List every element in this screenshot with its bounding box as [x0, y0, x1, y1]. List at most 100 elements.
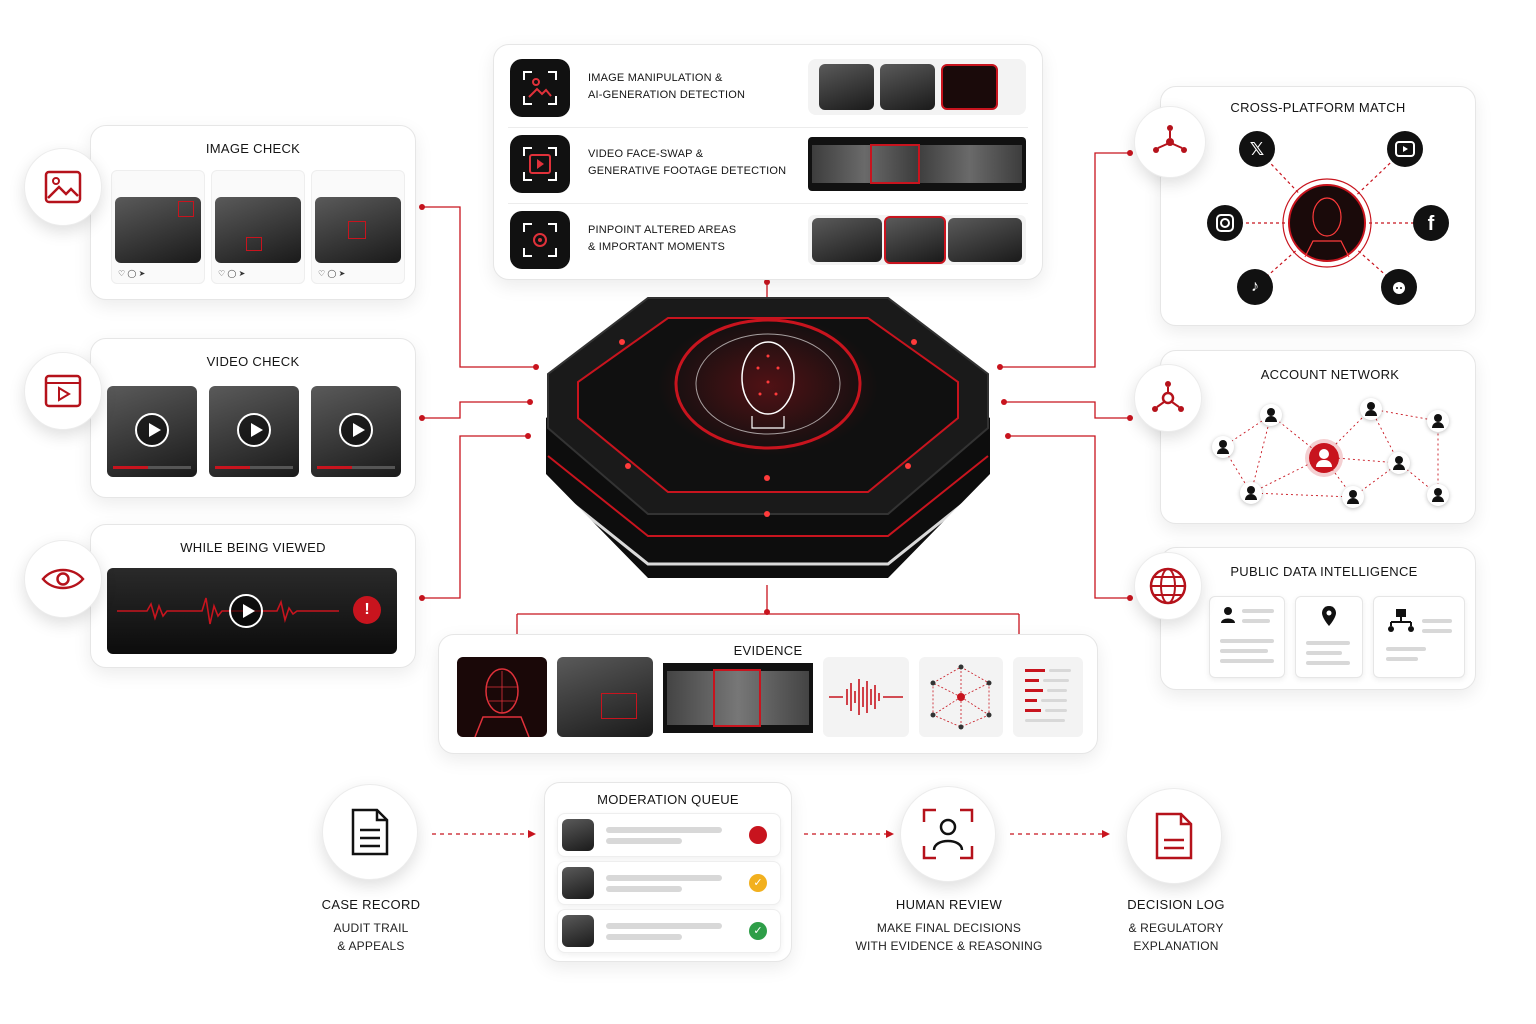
account-node[interactable] — [1342, 486, 1364, 508]
x-icon[interactable]: 𝕏 — [1239, 131, 1275, 167]
globe-icon — [1149, 567, 1187, 605]
divider — [508, 203, 1028, 204]
decision-document-icon — [1155, 812, 1193, 860]
post-actions: ♡ ◯ ➤ — [218, 269, 246, 278]
network-icon — [1152, 381, 1184, 412]
eye-icon — [41, 568, 85, 590]
feature-icon-image-scan — [510, 59, 570, 117]
evidence-report[interactable] — [1013, 657, 1083, 737]
user-scan-icon — [922, 808, 974, 860]
video-thumbnail[interactable] — [209, 386, 299, 477]
alert-icon: ! — [353, 596, 381, 624]
play-button[interactable] — [339, 413, 373, 447]
org-chart-icon — [1388, 609, 1414, 632]
video-icon — [44, 374, 82, 408]
youtube-icon[interactable] — [1387, 131, 1423, 167]
video-thumbnail[interactable] — [311, 386, 401, 477]
human-review-label: HUMAN REVIEW — [895, 897, 1003, 912]
case-record-badge — [322, 784, 418, 880]
status-pending-icon: ✓ — [749, 874, 767, 892]
face-thumbnail-flagged — [941, 64, 998, 110]
case-record-label: CASE RECORD — [321, 897, 421, 912]
account-network-card: ACCOUNT NETWORK — [1160, 350, 1476, 524]
evidence-film-strip[interactable] — [663, 663, 813, 733]
video-check-title: VIDEO CHECK — [206, 354, 300, 369]
progress-bar[interactable] — [215, 466, 293, 469]
evidence-title: EVIDENCE — [733, 643, 803, 658]
detection-box — [348, 221, 366, 239]
location-record[interactable] — [1295, 596, 1363, 678]
audio-waveform — [117, 597, 339, 625]
video-thumbnail[interactable] — [107, 386, 197, 477]
central-ai-core — [546, 297, 990, 578]
post-actions: ♡ ◯ ➤ — [318, 269, 346, 278]
progress-bar[interactable] — [317, 466, 395, 469]
tiktok-icon[interactable]: ♪ — [1237, 269, 1273, 305]
post-card[interactable]: ♡ ◯ ➤ — [111, 170, 205, 284]
queue-item[interactable]: ✓ — [557, 861, 781, 905]
central-account-node[interactable] — [1309, 443, 1339, 473]
image-scan-icon — [523, 71, 557, 105]
human-review-badge — [900, 786, 996, 882]
post-image — [115, 197, 201, 263]
landscape-frame — [948, 218, 1022, 262]
reddit-icon[interactable] — [1381, 269, 1417, 305]
divider — [508, 127, 1028, 128]
moderation-queue-title: MODERATION QUEUE — [597, 792, 739, 807]
play-button[interactable] — [237, 413, 271, 447]
public-data-card: PUBLIC DATA INTELLIGENCE — [1160, 547, 1476, 690]
evidence-face-scan[interactable] — [457, 657, 547, 737]
image-check-title: IMAGE CHECK — [205, 141, 301, 156]
evidence-landscape[interactable] — [557, 657, 653, 737]
queue-thumbnail — [562, 915, 594, 947]
account-node[interactable] — [1212, 436, 1234, 458]
account-node[interactable] — [1427, 484, 1449, 506]
status-flagged-icon — [749, 826, 767, 844]
account-node[interactable] — [1360, 398, 1382, 420]
cross-platform-badge — [1134, 106, 1206, 178]
decision-log-badge — [1126, 788, 1222, 884]
queue-item[interactable] — [557, 813, 781, 857]
platform-links — [1225, 148, 1431, 288]
queue-thumbnail — [562, 867, 594, 899]
post-card[interactable]: ♡ ◯ ➤ — [311, 170, 405, 284]
instagram-icon[interactable] — [1207, 205, 1243, 241]
queue-item[interactable]: ✓ — [557, 909, 781, 953]
video-scan-icon — [523, 147, 557, 181]
landscape-frame — [812, 218, 882, 262]
video-check-card: VIDEO CHECK — [90, 338, 416, 498]
evidence-graph[interactable] — [919, 657, 1003, 737]
film-strip — [808, 137, 1026, 191]
waveform-icon — [829, 679, 903, 715]
play-button[interactable] — [229, 594, 263, 628]
face-thumbnail — [880, 64, 935, 110]
public-data-title: PUBLIC DATA INTELLIGENCE — [1230, 564, 1418, 579]
face-thumbnails — [808, 59, 1026, 115]
play-button[interactable] — [135, 413, 169, 447]
image-check-card: IMAGE CHECK ♡ ◯ ➤ ♡ ◯ ➤ ♡ ◯ ➤ — [90, 125, 416, 300]
live-stream-player[interactable]: ! — [107, 568, 397, 654]
post-image — [215, 197, 301, 263]
facebook-icon[interactable]: f — [1413, 205, 1449, 241]
landscape-strip — [808, 215, 1026, 265]
account-node[interactable] — [1388, 452, 1410, 474]
profile-record[interactable] — [1209, 596, 1285, 678]
location-pin-icon — [1322, 606, 1336, 626]
feature-label: IMAGE MANIPULATION &AI-GENERATION DETECT… — [588, 72, 746, 101]
feature-label: VIDEO FACE-SWAP &GENERATIVE FOOTAGE DETE… — [588, 148, 787, 177]
post-card[interactable]: ♡ ◯ ➤ — [211, 170, 305, 284]
organization-record[interactable] — [1373, 596, 1465, 678]
account-node[interactable] — [1427, 410, 1449, 432]
evidence-card: EVIDENCE — [438, 634, 1098, 754]
cross-platform-title: CROSS-PLATFORM MATCH — [1230, 100, 1406, 115]
while-viewed-card: WHILE BEING VIEWED ! — [90, 524, 416, 668]
decision-log-label: DECISION LOG — [1127, 897, 1225, 912]
account-node[interactable] — [1240, 482, 1262, 504]
evidence-waveform[interactable] — [823, 657, 909, 737]
feature-label: PINPOINT ALTERED AREAS& IMPORTANT MOMENT… — [588, 224, 737, 253]
face-mesh-icon — [474, 668, 530, 737]
progress-bar[interactable] — [113, 466, 191, 469]
account-node[interactable] — [1260, 404, 1282, 426]
